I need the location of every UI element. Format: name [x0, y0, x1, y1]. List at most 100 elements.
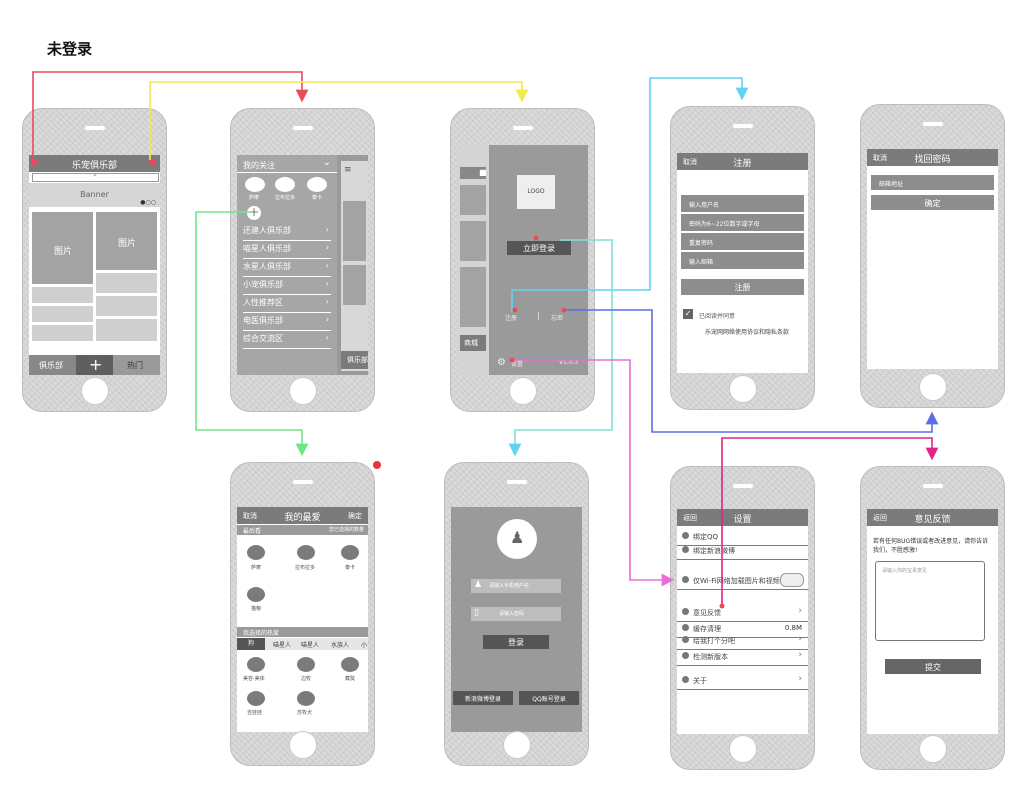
follow-circle[interactable] [275, 177, 295, 192]
settings-row[interactable]: 仅Wi-Fi网络加载图片和视频 [677, 571, 808, 590]
wifi-toggle[interactable] [780, 573, 804, 587]
pet-circle[interactable] [297, 545, 315, 560]
agree-checkbox[interactable]: ✓ [683, 309, 693, 319]
hamburger-icon[interactable]: ≡ [344, 165, 352, 175]
home-card-f[interactable] [96, 319, 157, 341]
home-photo-left[interactable]: 图片 [32, 212, 93, 284]
menu-item[interactable]: 水星人俱乐部› [243, 261, 331, 277]
row-icon [682, 576, 689, 583]
category-tabs: 狗 喵星人 喵星人 水族人 小 [237, 638, 368, 650]
home-button [508, 377, 537, 405]
category-tab[interactable]: 喵星人 [273, 642, 292, 649]
settings-row[interactable]: 关于› [677, 671, 808, 690]
user-icon[interactable] [32, 160, 38, 166]
confirm-button[interactable]: 确定 [348, 512, 362, 520]
settings-row[interactable]: 检测新版本› [677, 647, 808, 666]
email-field[interactable]: 输入邮箱 [681, 252, 804, 269]
follow-circle[interactable] [307, 177, 327, 192]
phone-speaker [292, 480, 313, 484]
category-tab[interactable]: 狗 [237, 638, 265, 650]
menu-item[interactable]: 人性推荐区› [243, 297, 331, 313]
home-card-e[interactable] [96, 296, 157, 316]
peek-block [343, 201, 366, 261]
repeat-password-field[interactable]: 重复密码 [681, 233, 804, 250]
menu-item[interactable]: 还建人俱乐部› [243, 225, 331, 241]
pet-circle[interactable] [247, 691, 265, 706]
add-follow-icon[interactable]: + [247, 205, 261, 220]
field-placeholder: 输入用户名 [689, 202, 720, 209]
category-tab[interactable]: 小 [361, 642, 368, 649]
home-button [728, 735, 757, 763]
drawer-login-button[interactable]: 立即登录 [507, 241, 571, 255]
pet-circle[interactable] [247, 657, 265, 672]
forgot-confirm-button[interactable]: 确定 [871, 195, 994, 210]
phone-login: ♟ ♟ 请输入手机用户名 ▯ 请输入密码 登录 新浪微博登录 QQ账号登录 [444, 462, 589, 766]
drawer-shop[interactable]: 商城 [460, 335, 486, 351]
feedback-textarea[interactable]: 请输入你的宝贵意见 [875, 561, 985, 641]
forgot-email-input[interactable]: 邮箱地址 [871, 175, 994, 190]
settings-row[interactable]: 给我打个分吧› [677, 631, 808, 650]
menu-item[interactable]: 喵星人俱乐部› [243, 243, 331, 259]
settings-row[interactable]: 绑定新浪微博 [677, 541, 808, 560]
pet-circle[interactable] [247, 545, 265, 560]
phone-speaker [922, 484, 943, 488]
pet-label: 边牧 [301, 676, 312, 682]
screen-login: ♟ ♟ 请输入手机用户名 ▯ 请输入密码 登录 新浪微博登录 QQ账号登录 [451, 507, 582, 732]
field-placeholder: 密码为6~22位数字或字母 [689, 221, 760, 228]
home-search-input[interactable]: ⌕ [32, 171, 159, 182]
register-submit-button[interactable]: 注册 [681, 279, 804, 295]
terms-link[interactable]: 乐宠网网络使用协议和隐私条款 [705, 329, 790, 336]
settings-link[interactable]: 设置 [511, 361, 524, 368]
home-banner[interactable]: Banner ●○○ [29, 183, 160, 207]
qq-login-button[interactable]: QQ账号登录 [519, 691, 579, 705]
menu-item[interactable]: 综合交流区› [243, 333, 331, 349]
pet-circle[interactable] [297, 657, 315, 672]
home-tab-club[interactable]: 俱乐部 [29, 355, 76, 375]
back-button[interactable]: 返回 [683, 514, 697, 522]
section-count: 您已选择的数量 [328, 527, 364, 533]
login-username-input[interactable]: ♟ 请输入手机用户名 [471, 579, 561, 593]
row-icon [682, 546, 689, 553]
category-tab[interactable]: 喵星人 [301, 642, 320, 649]
menu-icon[interactable] [149, 160, 155, 166]
menu-item[interactable]: 小宠俱乐部› [243, 279, 331, 295]
pet-circle[interactable] [341, 657, 359, 672]
settings-row[interactable]: 意见反馈› [677, 603, 808, 622]
weibo-login-button[interactable]: 新浪微博登录 [453, 691, 513, 705]
forgot-link[interactable]: 忘密 [551, 315, 564, 322]
cancel-button[interactable]: 取消 [873, 154, 887, 162]
follow-circle[interactable] [245, 177, 265, 192]
username-field[interactable]: 输入用户名 [681, 195, 804, 212]
search-icon: ⌕ [93, 171, 97, 179]
pet-circle[interactable] [247, 587, 265, 602]
category-tab[interactable]: 水族人 [331, 642, 350, 649]
home-photo-right[interactable]: 图片 [96, 212, 157, 270]
field-placeholder: 请输入你的宝贵意见 [882, 568, 928, 574]
home-card-c[interactable] [32, 325, 93, 341]
screen-favorite: 取消 我的最爱 确定 最后看 您已选择的数量 萨摩 拉布拉多 泰卡 猫粮 我选择… [237, 507, 368, 732]
home-tab-add[interactable]: + [76, 355, 113, 375]
avatar[interactable]: ♟ [497, 519, 537, 559]
peek-club-tab[interactable]: 俱乐部 [341, 351, 368, 369]
plus-icon: + [89, 355, 103, 374]
menu-item[interactable]: 电医俱乐部› [243, 315, 331, 331]
cancel-button[interactable]: 取消 [243, 512, 257, 520]
screen-forgot: 取消 找回密码 邮箱地址 确定 [867, 149, 998, 369]
feedback-submit-button[interactable]: 提交 [885, 659, 981, 674]
chevron-down-icon[interactable]: ⌄ [322, 157, 331, 168]
pet-circle[interactable] [297, 691, 315, 706]
gear-icon[interactable]: ⚙ [497, 357, 506, 368]
home-card-d[interactable] [96, 273, 157, 293]
login-password-input[interactable]: ▯ 请输入密码 [471, 607, 561, 621]
password-field[interactable]: 密码为6~22位数字或字母 [681, 214, 804, 231]
home-card-b[interactable] [32, 306, 93, 322]
login-button[interactable]: 登录 [483, 635, 549, 649]
phone-drawer: ■ 商城 LOGO 立即登录 注册 | 忘密 ⚙ 设置 V1.0.3 [450, 108, 595, 412]
home-tab-hot[interactable]: 热门 [113, 355, 160, 375]
pet-circle[interactable] [341, 545, 359, 560]
section-header: 最后看 您已选择的数量 [237, 525, 368, 535]
menu-item-label: 小宠俱乐部 [243, 280, 283, 289]
register-link[interactable]: 注册 [505, 315, 518, 322]
home-card-a[interactable] [32, 287, 93, 303]
